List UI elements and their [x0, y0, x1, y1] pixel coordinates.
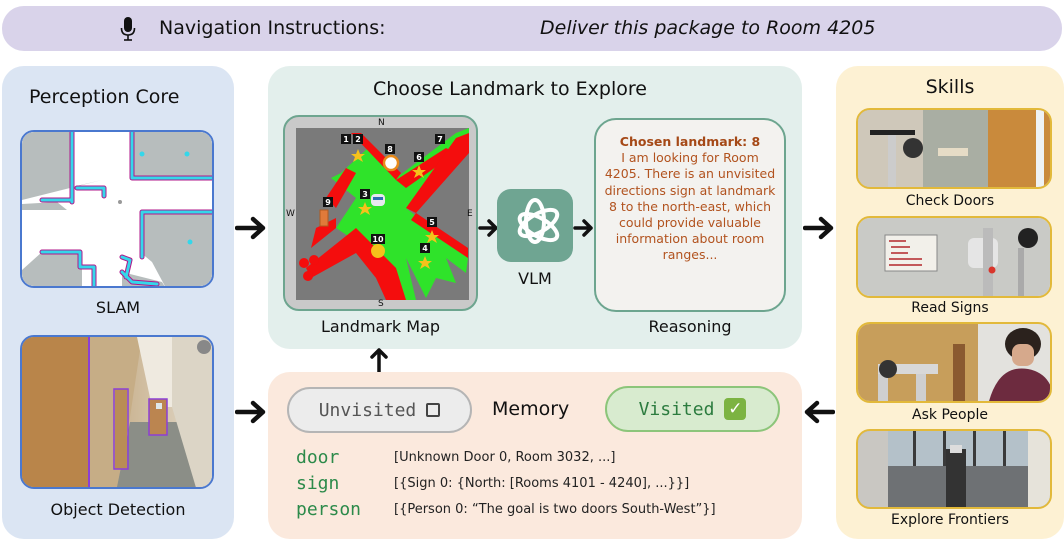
empty-checkbox-icon	[426, 403, 441, 417]
svg-text:6: 6	[416, 153, 422, 162]
compass-south: S	[378, 299, 384, 309]
navigation-instructions-banner: Navigation Instructions: Deliver this pa…	[2, 6, 1062, 51]
visited-label: Visited	[638, 398, 715, 420]
memory-title: Memory	[492, 398, 570, 420]
svg-text:5: 5	[429, 218, 435, 227]
chosen-landmark: Chosen landmark: 8	[619, 134, 761, 149]
memory-value: [{Sign 0: {North: [Rooms 4101 - 4240], .…	[394, 475, 690, 491]
arrow-right-icon	[478, 219, 498, 237]
reasoning-caption: Reasoning	[648, 317, 732, 336]
compass-north: N	[378, 118, 385, 128]
slam-caption: SLAM	[95, 298, 141, 317]
memory-key: sign	[296, 472, 340, 494]
sign-icon	[382, 154, 400, 172]
memory-row-sign: sign [{Sign 0: {North: [Rooms 4101 - 424…	[296, 471, 689, 495]
memory-key: person	[296, 498, 362, 520]
compass-west: W	[286, 209, 295, 219]
skills-title: Skills	[925, 76, 975, 98]
landmark-map-caption: Landmark Map	[320, 317, 441, 336]
svg-text:7: 7	[437, 135, 443, 144]
reasoning-box: Chosen landmark: 8 I am looking for Room…	[594, 118, 786, 312]
instructions-label: Navigation Instructions:	[159, 17, 386, 39]
arrow-right-icon	[573, 219, 593, 237]
ask-people-image	[856, 322, 1052, 403]
arrow-right-icon	[235, 400, 266, 424]
read-signs-label: Read Signs	[911, 300, 989, 316]
reasoning-text: I am looking for Room 4205. There is an …	[604, 150, 776, 263]
memory-value: [Unknown Door 0, Room 3032, ...]	[394, 449, 616, 465]
perception-core-title: Perception Core	[29, 86, 180, 108]
landmark-map: N S E W 1 2 3 4 5 6 7 8 9 10	[283, 115, 478, 311]
check-doors-label: Check Doors	[905, 193, 995, 209]
svg-text:2: 2	[355, 135, 361, 144]
arrow-right-icon	[235, 216, 266, 240]
svg-text:3: 3	[362, 190, 368, 199]
vlm-label: VLM	[518, 269, 552, 288]
memory-key: door	[296, 446, 340, 468]
instruction-text: Deliver this package to Room 4205	[540, 17, 876, 39]
object-detection-caption: Object Detection	[50, 500, 186, 519]
arrow-up-icon	[370, 348, 388, 374]
svg-text:9: 9	[325, 198, 331, 207]
visited-pill: Visited ✓	[605, 386, 780, 432]
object-detection-image	[20, 335, 214, 489]
vlm-model-icon	[497, 189, 573, 262]
check-doors-image	[856, 108, 1052, 189]
slam-map-image	[20, 130, 214, 288]
memory-row-person: person [{Person 0: “The goal is two door…	[296, 497, 716, 521]
explore-frontiers-label: Explore Frontiers	[891, 512, 1009, 528]
explore-frontiers-image	[856, 429, 1052, 509]
memory-value: [{Person 0: “The goal is two doors South…	[394, 501, 716, 517]
unvisited-label: Unvisited	[318, 399, 417, 421]
door-icon	[319, 209, 329, 227]
choose-landmark-title: Choose Landmark to Explore	[373, 78, 647, 100]
person-icon	[371, 244, 385, 258]
read-signs-image	[856, 216, 1052, 298]
check-mark-icon: ✓	[724, 398, 747, 420]
svg-text:1: 1	[343, 135, 349, 144]
microphone-icon	[120, 17, 136, 41]
arrow-left-icon	[804, 400, 835, 424]
arrow-right-icon	[803, 216, 834, 240]
svg-text:4: 4	[422, 244, 428, 253]
compass-east: E	[467, 209, 473, 219]
memory-row-door: door [Unknown Door 0, Room 3032, ...]	[296, 445, 615, 469]
svg-text:10: 10	[372, 235, 384, 244]
ask-people-label: Ask People	[912, 407, 988, 423]
unvisited-pill: Unvisited	[287, 387, 472, 433]
svg-text:8: 8	[387, 145, 393, 154]
